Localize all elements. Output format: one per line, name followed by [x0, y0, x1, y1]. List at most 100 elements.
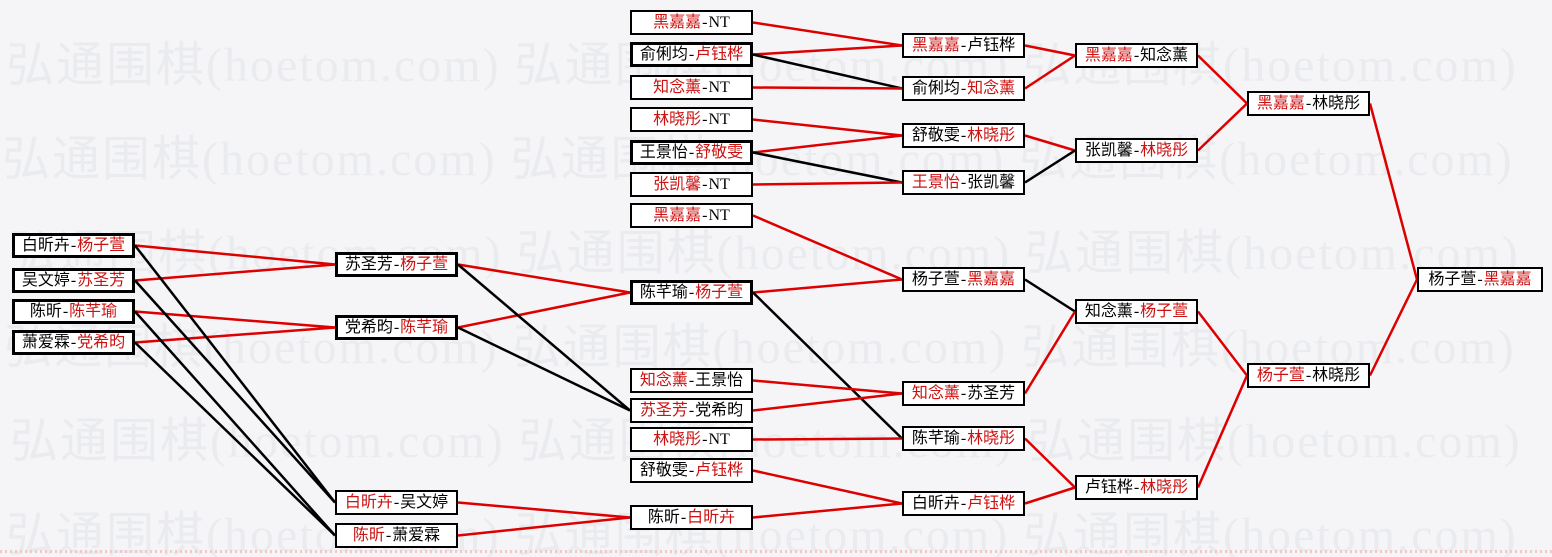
bracket-edge-m8-r5 — [752, 278, 903, 294]
player-name: 张凯馨 — [653, 175, 702, 193]
bracket-edge-m1-r1 — [752, 21, 903, 47]
player-name: 杨子萱 — [1428, 270, 1477, 288]
player-name: 卢钰桦 — [695, 45, 744, 63]
player-name: 张凯馨 — [967, 173, 1016, 191]
bracket-edge-m5-r3 — [752, 134, 903, 154]
player-name: 知念薰 — [1084, 302, 1133, 320]
player-name: 陈芊瑜 — [400, 318, 449, 336]
player-name: 知念薰 — [911, 384, 960, 402]
player-separator: - — [688, 461, 695, 479]
player-name: 黑嘉嘉 — [1256, 94, 1305, 112]
player-separator: - — [385, 526, 392, 544]
bracket-edge-b1-c1 — [134, 244, 336, 504]
player-name: NT — [708, 175, 730, 193]
player-name: 陈昕 — [647, 508, 680, 526]
player-separator: - — [70, 333, 77, 351]
player-name: 黑嘉嘉 — [911, 36, 960, 54]
bracket-edge-b4-c2 — [134, 341, 336, 537]
player-name: 黑嘉嘉 — [1084, 46, 1133, 64]
match-box-m9: 知念薰-王景怡 — [630, 368, 753, 393]
player-separator: - — [393, 255, 400, 273]
player-name: 杨子萱 — [77, 236, 126, 254]
player-name: 卢钰桦 — [967, 36, 1016, 54]
player-separator: - — [1133, 46, 1140, 64]
player-name: 林晓彤 — [1312, 94, 1361, 112]
match-box-m2: 俞俐均-卢钰桦 — [630, 42, 753, 67]
bracket-edge-r5-q3 — [1024, 278, 1076, 313]
bracket-edge-r2-q1 — [1024, 54, 1076, 90]
player-name: 苏圣芳 — [639, 401, 688, 419]
player-name: 杨子萱 — [695, 283, 744, 301]
player-separator: - — [1133, 141, 1140, 159]
match-box-m11: 林晓彤-NT — [630, 427, 753, 452]
watermark-text-row-6: 弘通围棋(hoetom.com) 弘通围棋(hoetom.com) 弘通围棋(h… — [6, 509, 1518, 557]
player-name: 知念薰 — [967, 79, 1016, 97]
bracket-edge-m5-r4 — [752, 151, 903, 184]
player-name: 黑嘉嘉 — [1483, 270, 1532, 288]
player-separator: - — [688, 371, 695, 389]
bracket-edge-s1-m8 — [457, 263, 631, 294]
bracket-edge-c1-m13 — [457, 501, 631, 519]
bottom-watermark-strip — [0, 550, 1552, 553]
match-box-r7: 陈芊瑜-林晓彤 — [902, 426, 1025, 451]
match-box-b1: 白昕卉-杨子萱 — [12, 233, 135, 258]
player-name: 黑嘉嘉 — [967, 270, 1016, 288]
match-box-q2: 张凯馨-林晓彤 — [1075, 138, 1198, 163]
player-name: NT — [708, 78, 730, 96]
player-separator: - — [62, 302, 69, 320]
player-separator: - — [688, 45, 695, 63]
player-separator: - — [960, 79, 967, 97]
player-name: 林晓彤 — [1140, 478, 1189, 496]
bracket-edge-r1-q1 — [1024, 44, 1076, 57]
bracket-edge-r7-q4 — [1024, 437, 1076, 489]
player-name: 舒敬雯 — [911, 126, 960, 144]
watermark-text-row-2: 弘通围棋(hoetom.com) 弘通围棋(hoetom.com) 弘通围棋(h… — [2, 133, 1514, 186]
bracket-edge-m12-r8 — [752, 469, 903, 505]
player-separator: - — [393, 318, 400, 336]
player-name: 卢钰桦 — [1084, 478, 1133, 496]
match-box-m3: 知念薰-NT — [630, 75, 753, 100]
match-box-m5: 王景怡-舒敬雯 — [630, 140, 753, 165]
player-name: 陈芊瑜 — [911, 429, 960, 447]
player-name: 俞俐均 — [911, 79, 960, 97]
player-name: 林晓彤 — [653, 110, 702, 128]
player-name: 知念薰 — [639, 371, 688, 389]
player-separator: - — [688, 401, 695, 419]
match-box-r2: 俞俐均-知念薰 — [902, 76, 1025, 101]
match-box-b3: 陈昕-陈芊瑜 — [12, 299, 135, 324]
match-box-q3: 知念薰-杨子萱 — [1075, 299, 1198, 324]
match-box-q4: 卢钰桦-林晓彤 — [1075, 475, 1198, 500]
bracket-edge-m11-r7 — [752, 437, 903, 441]
player-name: 黑嘉嘉 — [653, 206, 702, 224]
bracket-edge-q4-f2 — [1196, 374, 1249, 489]
bracket-edge-m2-r1 — [752, 44, 903, 56]
watermark-text-row-1: 弘通围棋(hoetom.com) 弘通围棋(hoetom.com) 弘通围棋(h… — [6, 39, 1518, 92]
match-box-f1: 黑嘉嘉-林晓彤 — [1247, 91, 1370, 116]
bracket-edge-q3-f2 — [1197, 310, 1248, 377]
player-name: NT — [708, 13, 730, 31]
player-name: 萧爱霖 — [392, 526, 441, 544]
player-separator: - — [702, 175, 708, 193]
match-box-ch: 杨子萱-黑嘉嘉 — [1417, 267, 1543, 292]
player-name: NT — [708, 110, 730, 128]
bracket-edge-f2-ch — [1368, 278, 1419, 377]
match-box-c1: 白昕卉-吴文婷 — [335, 490, 458, 515]
bracket-edge-b1-s1 — [134, 244, 336, 266]
player-name: 白昕卉 — [21, 236, 70, 254]
player-separator: - — [960, 384, 967, 402]
player-separator: - — [393, 493, 400, 511]
player-name: 党希昀 — [695, 401, 744, 419]
bracket-edge-m2-r2 — [752, 53, 903, 90]
bracket-edge-m8-r7 — [752, 291, 903, 440]
player-separator: - — [960, 270, 967, 288]
player-separator: - — [70, 271, 77, 289]
player-separator: - — [702, 430, 708, 448]
bracket-edge-q2-f1 — [1197, 102, 1248, 152]
player-name: NT — [708, 206, 730, 224]
player-name: 黑嘉嘉 — [653, 13, 702, 31]
player-separator: - — [1305, 94, 1312, 112]
bracket-edge-q1-f1 — [1197, 54, 1248, 105]
player-name: 陈昕 — [29, 302, 62, 320]
match-box-b2: 吴文婷-苏圣芳 — [12, 268, 135, 293]
